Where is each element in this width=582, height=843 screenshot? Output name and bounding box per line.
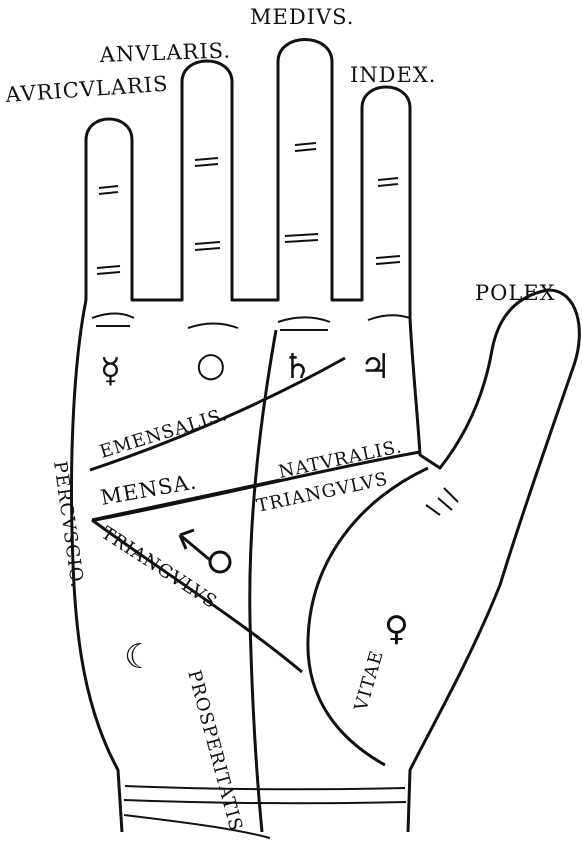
- label-auricularis: AVRICVLARIS: [4, 72, 170, 107]
- jupiter-symbol: ♃: [360, 347, 390, 387]
- venus-symbol: ♀: [384, 609, 409, 649]
- label-anularis: ANVLARIS.: [98, 38, 231, 67]
- label-polex: POLEX: [475, 281, 556, 305]
- finger-joints: [92, 143, 458, 515]
- label-triangulus-lower: TRIANGVLVS: [97, 523, 221, 614]
- label-medius: MEDIVS.: [250, 5, 354, 29]
- label-mensalis: EMENSALIS.: [97, 404, 230, 463]
- label-percussio: PERCVSCIO.: [49, 460, 88, 590]
- wrist-line-2: [124, 800, 406, 803]
- moon-symbol: ☾: [124, 637, 154, 677]
- mars-circle: [210, 552, 230, 572]
- mars-arrow: [180, 530, 210, 560]
- palm-lines: [90, 330, 428, 832]
- saturn-symbol: ♄: [282, 347, 312, 387]
- label-triangulus-upper: TRIANGVLVS: [255, 468, 390, 516]
- label-prosperitatis: PROSPERITATIS: [183, 668, 246, 834]
- label-vitae: VITAE: [350, 648, 388, 715]
- label-index: INDEX.: [350, 63, 436, 87]
- sun-symbol: ○: [196, 345, 226, 385]
- vitae-line: [308, 468, 428, 765]
- wrist-line-1: [125, 786, 405, 789]
- wrist-line-3: [124, 815, 270, 838]
- label-mensa: MENSA.: [99, 469, 199, 510]
- mercury-symbol: ☿: [100, 351, 121, 391]
